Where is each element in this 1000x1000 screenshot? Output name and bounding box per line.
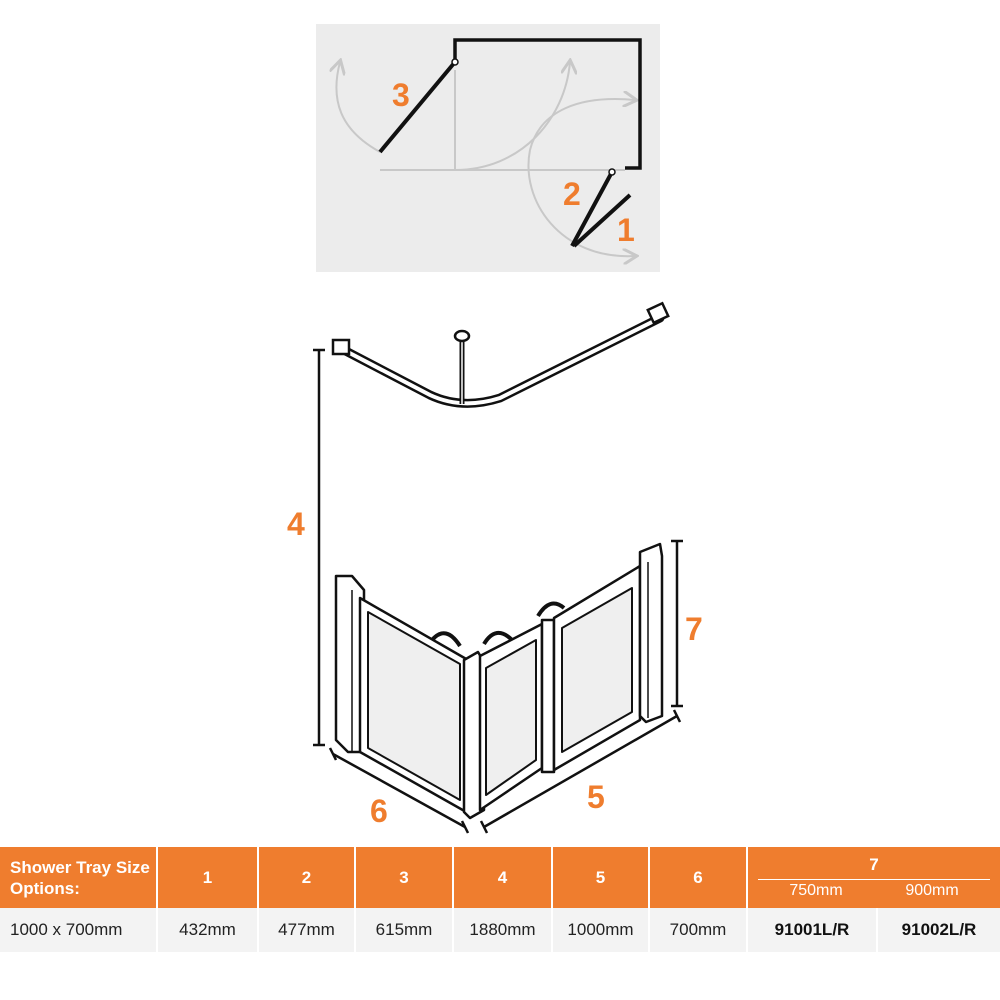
cell-code-750: 91001L/R bbox=[746, 908, 877, 952]
label-door3: 3 bbox=[392, 77, 410, 113]
cell-6: 700mm bbox=[648, 908, 747, 952]
cell-tray-size: 1000 x 700mm bbox=[0, 908, 157, 952]
header-col-5: 5 bbox=[551, 847, 649, 908]
dim-line-6 bbox=[332, 752, 466, 829]
header-size-options: Shower Tray Size Options: bbox=[0, 847, 157, 908]
label-door1: 1 bbox=[617, 212, 635, 248]
plan-wall-outline bbox=[453, 38, 642, 170]
table-header-row: Shower Tray Size Options: 1 2 3 4 5 6 7 … bbox=[0, 847, 1000, 908]
table-row: 1000 x 700mm 432mm 477mm 615mm 1880mm 10… bbox=[0, 908, 1000, 952]
cell-code-900: 91002L/R bbox=[876, 908, 1000, 952]
rail-bracket-left bbox=[331, 338, 351, 356]
rail-bracket-right bbox=[646, 301, 670, 325]
header-col-4: 4 bbox=[452, 847, 552, 908]
plan-view: 3 2 1 bbox=[336, 38, 642, 256]
rail-tube bbox=[335, 313, 665, 408]
label-panel-height: 7 bbox=[685, 611, 703, 647]
cell-2: 477mm bbox=[257, 908, 355, 952]
label-door2: 2 bbox=[563, 176, 581, 212]
header-col-7-sub: 750mm 900mm bbox=[758, 879, 990, 900]
half-height-screens bbox=[334, 542, 664, 820]
rail-ceiling-mount bbox=[453, 329, 471, 343]
right-door-panel-1-glass bbox=[485, 639, 537, 796]
label-depth: 6 bbox=[370, 793, 388, 829]
header-col-6: 6 bbox=[648, 847, 747, 908]
door2-panel bbox=[570, 171, 614, 247]
dimension-lines bbox=[313, 348, 683, 834]
door1-swing-arc-bottom bbox=[527, 149, 635, 256]
handle-left bbox=[430, 631, 462, 648]
curtain-rail bbox=[331, 301, 670, 408]
header-col-1: 1 bbox=[156, 847, 258, 908]
header-col-7-label: 7 bbox=[869, 855, 879, 874]
cell-1: 432mm bbox=[156, 908, 258, 952]
door1-panel bbox=[572, 193, 632, 248]
label-rail-height: 4 bbox=[287, 506, 305, 542]
door3-swing-arc-left bbox=[336, 62, 381, 153]
right-wall-post bbox=[638, 542, 664, 724]
door3-panel bbox=[378, 60, 457, 154]
middle-post bbox=[540, 618, 556, 774]
cell-5: 1000mm bbox=[551, 908, 649, 952]
door2-hinge bbox=[608, 168, 616, 176]
header-col-7: 7 750mm 900mm bbox=[746, 847, 1000, 908]
header-col-2: 2 bbox=[257, 847, 355, 908]
cell-3: 615mm bbox=[354, 908, 453, 952]
size-options-table: Shower Tray Size Options: 1 2 3 4 5 6 7 … bbox=[0, 847, 1000, 952]
header-col-7-sub-750: 750mm bbox=[789, 882, 843, 899]
cell-4: 1880mm bbox=[452, 908, 552, 952]
dim-line-5 bbox=[483, 714, 678, 829]
handle-corner bbox=[482, 631, 514, 646]
header-col-7-sub-900: 900mm bbox=[905, 882, 959, 899]
right-door-panel-2-glass bbox=[561, 587, 633, 753]
header-col-3: 3 bbox=[354, 847, 453, 908]
handle-right bbox=[536, 601, 566, 618]
shower-enclosure-diagram: 3 2 1 4 7 6 5 bbox=[287, 38, 703, 834]
label-width: 5 bbox=[587, 779, 605, 815]
door2-swing-arc-top bbox=[529, 99, 635, 151]
door3-hinge bbox=[451, 58, 459, 66]
left-panel-glass bbox=[367, 611, 461, 801]
